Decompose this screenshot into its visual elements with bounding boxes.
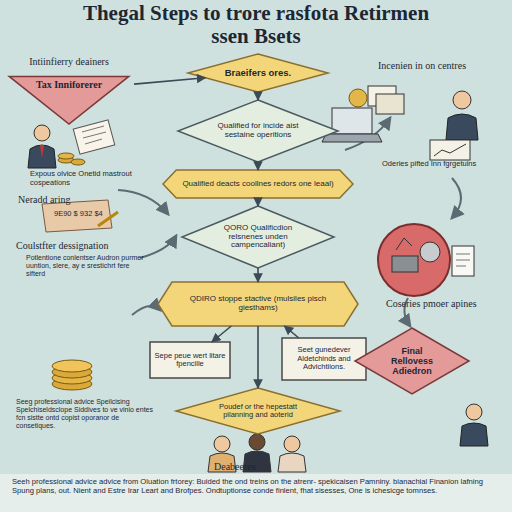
- scroll-paper: [73, 120, 115, 154]
- figure-body: [28, 145, 56, 168]
- flow-connector: [257, 92, 259, 100]
- document-icon: [452, 246, 474, 276]
- coin: [420, 242, 440, 262]
- flow-arrow: [140, 236, 176, 258]
- node-text: Braeifers ores.: [225, 68, 292, 79]
- board: [430, 140, 470, 160]
- flow-connector: [257, 162, 259, 170]
- coin: [349, 89, 367, 107]
- laptop-screen: [332, 108, 372, 134]
- node-shape: [355, 328, 469, 394]
- note-label: Seeg professional advice Speilcising Spe…: [16, 398, 156, 430]
- scroll-lines: [82, 126, 106, 144]
- note-label: Incenien in on centres: [378, 60, 510, 72]
- decision-diamond: Poudef or the hepestatt pilanning and ao…: [176, 388, 340, 434]
- red-circle: [378, 224, 450, 296]
- coin-pile: [58, 153, 85, 165]
- figure-head: [284, 436, 300, 452]
- doc-lines: [456, 254, 470, 266]
- node-shape: [188, 54, 328, 92]
- node-heading: Intiinfierry deainers: [29, 56, 109, 67]
- flow-arrow: [452, 178, 461, 218]
- figure-body: [278, 453, 306, 472]
- tax-triangle: Intiinfierry deainersTax Inniforerer: [4, 56, 134, 124]
- laptop-icon: [322, 108, 382, 142]
- decision-diamond: Qualified for incide aist sestaine operi…: [178, 100, 338, 162]
- note-label: Deabeeres: [214, 461, 324, 473]
- note-label: Expous olvice Onetid mastrout cospeation…: [30, 170, 146, 187]
- node-shape: [182, 206, 334, 268]
- node-text: Qualified deacts coollnes redors one lea…: [182, 180, 333, 189]
- note-label: 9E90 $ 932 $4: [54, 210, 104, 219]
- coin: [52, 360, 92, 372]
- flow-connector: [134, 78, 205, 84]
- flow-arrow: [132, 306, 160, 315]
- caption-band: [0, 474, 512, 512]
- note-label: Coseries pmoer apines: [386, 298, 510, 310]
- document-scroll: [73, 120, 115, 154]
- caption-text: Seeh professional advice advice from Olu…: [12, 477, 502, 495]
- node-shape: [163, 170, 353, 198]
- figure-tie: [40, 145, 44, 158]
- flow-connector: [257, 326, 259, 388]
- advisor-figure: [28, 125, 56, 168]
- node-text: QDIRO stoppe stactive (mulsiles pisch gi…: [176, 295, 340, 313]
- figure-head: [34, 125, 50, 141]
- node-shape: [158, 282, 358, 326]
- node-shape: [150, 342, 230, 378]
- node-shape: [282, 338, 366, 380]
- node-text: Tax Inniforerer: [26, 79, 111, 90]
- flow-arrow: [118, 190, 168, 214]
- node-text: Seet gunedever Aldetchinds and Advichtii…: [285, 346, 363, 371]
- asset-circle: [378, 224, 450, 296]
- card: [376, 94, 404, 114]
- machine: [392, 256, 418, 272]
- node-text: QORO Qualificdion relsnenes unden campen…: [217, 224, 299, 251]
- node-text: Sepe peue wert litare fpencille: [153, 352, 227, 369]
- node-text: Poudef or the hepestatt pilanning and ao…: [215, 403, 300, 420]
- note-label: Coulstfter dessignation: [16, 240, 166, 252]
- doc-sheet: [452, 246, 474, 276]
- node-text: Qualified for incide aist sestaine operi…: [216, 122, 299, 140]
- decision-diamond: Braeifers ores.: [188, 54, 328, 92]
- process-box: Sepe peue wert litare fpencille: [150, 342, 230, 378]
- figure-head: [466, 404, 482, 420]
- note-label: Neradd aring: [18, 194, 98, 206]
- diagram-title: Thegal Steps to trore rasfota Retirmen s…: [80, 2, 432, 48]
- node-shape: [9, 76, 129, 124]
- advisor-figure: [460, 404, 488, 446]
- figure-head: [214, 436, 230, 452]
- figure-body: [460, 423, 488, 446]
- flow-connector: [212, 326, 231, 342]
- node-shape: [178, 100, 338, 162]
- flow-connector: [257, 268, 259, 282]
- node-text: Final Rellovess Adiedron: [385, 346, 440, 376]
- process-box: Seet gunedever Aldetchinds and Advichtii…: [282, 338, 366, 380]
- chart-board: [430, 140, 470, 160]
- coin: [58, 153, 74, 159]
- coin-stack: [52, 360, 92, 390]
- decision-diamond: Final Rellovess Adiedron: [355, 328, 469, 394]
- note-label: Oderies pifted Inn fgrgetuins: [382, 160, 482, 169]
- figure-head: [453, 91, 471, 109]
- figure-head: [249, 434, 265, 450]
- figure-body: [446, 114, 478, 140]
- node-shape: [176, 388, 340, 434]
- chart-line: [434, 144, 466, 156]
- process-band: QDIRO stoppe stactive (mulsiles pisch gi…: [158, 282, 358, 326]
- chart-line: [396, 238, 412, 250]
- flow-connector: [257, 198, 259, 206]
- flow-connector: [284, 326, 298, 338]
- coin: [71, 159, 85, 165]
- process-band: Qualified deacts coollnes redors one lea…: [163, 170, 353, 198]
- advisor-figure: [446, 91, 478, 140]
- decision-diamond: QORO Qualificdion relsnenes unden campen…: [182, 206, 334, 268]
- note-label: Potlentione conlentser Audron purmer uun…: [26, 254, 146, 278]
- laptop-base: [322, 134, 382, 142]
